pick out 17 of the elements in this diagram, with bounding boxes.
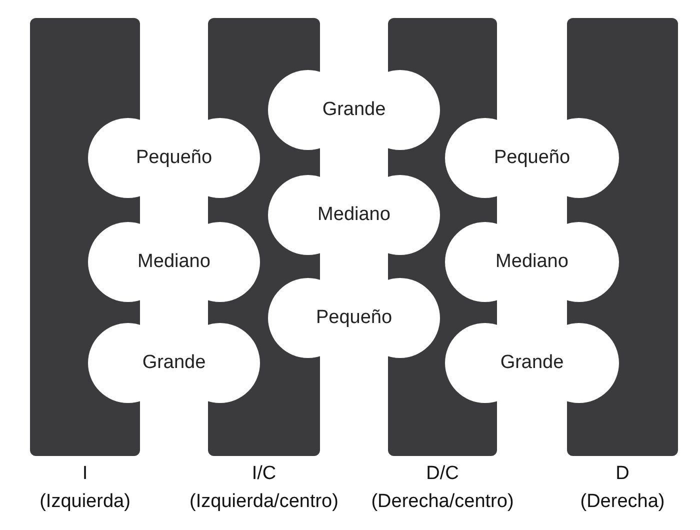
size-label: Grande <box>322 99 386 121</box>
size-label: Grande <box>500 352 564 374</box>
size-label: Mediano <box>318 204 390 226</box>
position-code: D/C <box>426 463 459 485</box>
size-label: Grande <box>142 352 206 374</box>
size-label: Pequeño <box>136 147 212 169</box>
position-name: (Derecha) <box>580 491 665 513</box>
size-label: Pequeño <box>494 147 570 169</box>
position-name: (Izquierda) <box>40 491 130 513</box>
position-code: I/C <box>252 463 276 485</box>
size-label: Pequeño <box>316 307 392 329</box>
size-label: Mediano <box>496 251 568 273</box>
size-label: Mediano <box>138 251 210 273</box>
position-code: D <box>616 463 630 485</box>
position-name: (Derecha/centro) <box>371 491 514 513</box>
position-name: (Izquierda/centro) <box>190 491 338 513</box>
position-code: I <box>82 463 88 485</box>
